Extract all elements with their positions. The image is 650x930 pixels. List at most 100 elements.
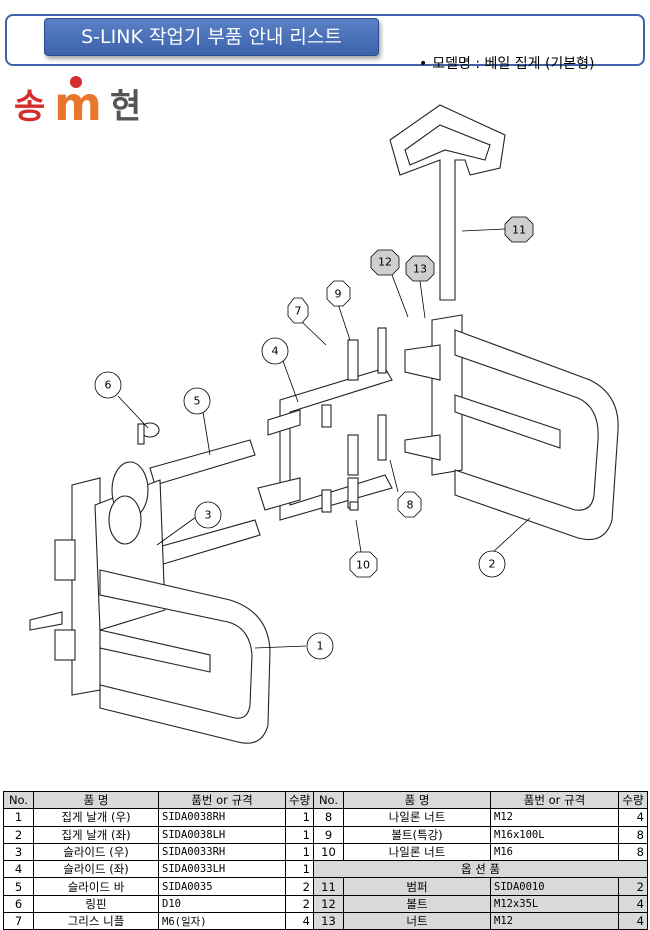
- leader-8: [389, 459, 399, 493]
- cell-name: 집게 날개 (좌): [33, 825, 159, 844]
- callout-10: 10: [349, 551, 378, 578]
- svg-text:1: 1: [317, 640, 324, 653]
- callout-11: 11: [504, 216, 534, 243]
- svg-text:12: 12: [378, 256, 392, 269]
- svg-text:7: 7: [295, 305, 302, 318]
- logo-dot-icon: [70, 76, 82, 88]
- callout-7: 7: [287, 297, 309, 324]
- cell-no: 3: [3, 842, 34, 862]
- leader-1: [254, 645, 307, 649]
- svg-text:8: 8: [407, 499, 414, 512]
- svg-text:6: 6: [105, 379, 112, 392]
- cell-no: 13: [313, 912, 344, 930]
- svg-text:4: 4: [272, 345, 279, 358]
- table-row: 3 슬라이드 (우) SIDA0033RH 1 10 나일론 너트 M16 8: [3, 842, 648, 862]
- bullet-icon: •: [419, 56, 428, 72]
- leader-4: [282, 360, 299, 403]
- header-no-2: No.: [313, 790, 344, 810]
- svg-text:11: 11: [512, 224, 526, 237]
- leader-7: [301, 321, 327, 346]
- cell-code: M16: [490, 842, 619, 862]
- callout-2: 2: [478, 550, 506, 578]
- table-row: 6 링핀 D10 2 12 볼트 M12x35L 4: [3, 894, 648, 914]
- cell-qty: 8: [618, 842, 648, 862]
- cell-qty: 8: [618, 825, 648, 844]
- cell-code: SIDA0038RH: [158, 808, 286, 827]
- header-frame: S-LINK 작업기 부품 안내 리스트 •모델명 : 베일 집게 (기본형): [5, 14, 645, 72]
- callout-8: 8: [397, 491, 422, 518]
- cell-no: 10: [313, 842, 344, 862]
- page-title: S-LINK 작업기 부품 안내 리스트: [44, 18, 379, 56]
- svg-text:10: 10: [356, 559, 370, 572]
- cell-no: 4: [3, 860, 34, 879]
- option-section-label: 옵 션 품: [313, 860, 648, 879]
- table-row: 5 슬라이드 바 SIDA0035 2 11 범퍼 SIDA0010 2: [3, 877, 648, 896]
- cell-no: 9: [313, 825, 344, 844]
- part-slide-bars: [149, 439, 261, 566]
- cell-code: M12: [490, 808, 619, 827]
- model-text: 모델명 : 베일 집게 (기본형): [432, 56, 595, 72]
- cell-qty: 1: [285, 808, 314, 827]
- cell-name: 범퍼: [343, 877, 491, 896]
- cell-qty: 2: [285, 894, 314, 914]
- cell-name: 링핀: [33, 894, 159, 914]
- callout-4: 4: [261, 337, 289, 365]
- cell-qty: 2: [618, 877, 648, 896]
- model-label: •모델명 : 베일 집게 (기본형): [419, 53, 595, 73]
- header-qty-2: 수량: [618, 790, 648, 810]
- part-bolts: [321, 327, 387, 513]
- cell-qty: 4: [618, 894, 648, 914]
- cell-no: 1: [3, 808, 34, 827]
- logo-text-mid: m: [54, 77, 102, 131]
- cell-code: D10: [158, 894, 286, 914]
- callout-3: 3: [194, 501, 222, 529]
- table-row: 1 집게 날개 (우) SIDA0038RH 1 8 나일론 너트 M12 4: [3, 808, 648, 827]
- part-gripper-right: [404, 314, 619, 541]
- callout-9: 9: [326, 280, 351, 307]
- leader-12: [391, 274, 409, 318]
- callout-6: 6: [94, 371, 122, 399]
- cell-code: SIDA0033LH: [158, 860, 286, 879]
- cell-name: 너트: [343, 912, 491, 930]
- cell-code: SIDA0010: [490, 877, 619, 896]
- leader-9: [337, 303, 351, 341]
- callout-5: 5: [183, 387, 211, 415]
- table-row: 7 그리스 니플 M6(일자) 4 13 너트 M12 4: [3, 912, 648, 930]
- cell-qty: 1: [285, 860, 314, 879]
- header-name-2: 품 명: [343, 790, 491, 810]
- leader-10: [355, 519, 362, 553]
- cell-no: 6: [3, 894, 34, 914]
- svg-text:5: 5: [194, 395, 201, 408]
- cell-qty: 1: [285, 842, 314, 862]
- part-ring-pin: [137, 422, 160, 445]
- cell-qty: 4: [618, 912, 648, 930]
- cell-no: 5: [3, 877, 34, 896]
- table-row: 2 집게 날개 (좌) SIDA0038LH 1 9 볼트(특강) M16x10…: [3, 825, 648, 844]
- leader-13: [419, 280, 426, 319]
- cell-qty: 1: [285, 825, 314, 844]
- callout-13: 13: [405, 255, 435, 282]
- svg-text:2: 2: [489, 558, 496, 571]
- callout-12: 12: [370, 249, 400, 276]
- cell-no: 11: [313, 877, 344, 896]
- header-no: No.: [3, 790, 34, 810]
- cell-name: 슬라이드 바: [33, 877, 159, 896]
- leader-6: [117, 395, 149, 429]
- svg-text:9: 9: [335, 288, 342, 301]
- exploded-parts-diagram: 1 2 3 4 5 6 7 8 9 10 11 12 13: [29, 104, 619, 744]
- cell-code: M6(일자): [158, 912, 286, 930]
- cell-no: 8: [313, 808, 344, 827]
- header-code-2: 품번 or 규격: [490, 790, 619, 810]
- cell-name: 나일론 너트: [343, 808, 491, 827]
- header-code: 품번 or 규격: [158, 790, 286, 810]
- cell-code: SIDA0033RH: [158, 842, 286, 862]
- cell-qty: 4: [618, 808, 648, 827]
- cell-qty: 2: [285, 877, 314, 896]
- cell-name: 볼트: [343, 894, 491, 914]
- cell-code: SIDA0038LH: [158, 825, 286, 844]
- svg-text:3: 3: [205, 509, 212, 522]
- cell-name: 슬라이드 (우): [33, 842, 159, 862]
- logo-text-left: 송: [14, 87, 45, 127]
- header-name: 품 명: [33, 790, 159, 810]
- table-header-row: No. 품 명 품번 or 규격 수량 No. 품 명 품번 or 규격 수량: [3, 790, 648, 810]
